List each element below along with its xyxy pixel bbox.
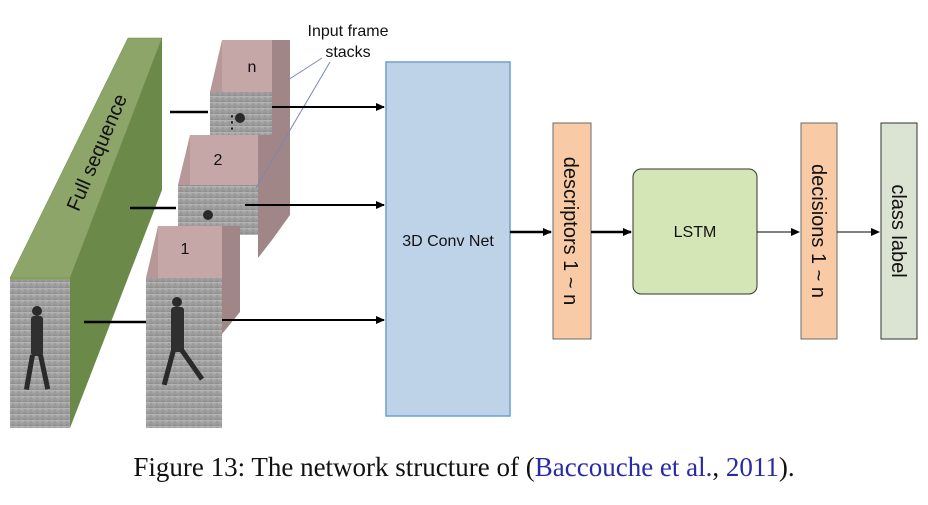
caption-suffix: ). <box>778 452 795 482</box>
walker-figure-stack1 <box>161 297 205 386</box>
stack-2-side <box>258 135 272 258</box>
input-connectors <box>84 103 385 324</box>
input-stacks-annotation: Input frame stacks <box>255 23 389 189</box>
citation-year-link[interactable]: 2011 <box>725 452 779 482</box>
decisions-box: decisions 1 ~ n <box>800 122 838 340</box>
stack-1-face <box>158 226 222 278</box>
input-stacks-label-line2: stacks <box>325 44 370 61</box>
stack-1: 1 <box>146 226 240 428</box>
network-diagram: Full sequence n ⋮ 2 1 Input fram <box>9 23 918 428</box>
walker-figure <box>23 306 51 390</box>
caption-prefix: Figure 13: The network structure of ( <box>133 452 535 482</box>
citation-author-link[interactable]: Baccouche et al. <box>534 452 713 482</box>
stack-n: n ⋮ <box>210 40 290 240</box>
figure-caption: Figure 13: The network structure of (Bac… <box>0 452 928 483</box>
full-sequence-right <box>70 38 162 428</box>
stack-2-label: 2 <box>214 152 223 169</box>
pointer-line-n <box>287 57 323 81</box>
class-label-text: class label <box>887 184 909 277</box>
stack-1-label: 1 <box>181 241 190 258</box>
input-stacks-label-line1: Input frame <box>308 23 389 40</box>
pointer-line-2 <box>255 61 331 189</box>
stack-ellipsis: ⋮ <box>223 112 241 132</box>
descriptors-label: descriptors 1 ~ n <box>559 157 581 305</box>
caption-sep: , <box>712 452 726 482</box>
conv-net-label: 3D Conv Net <box>402 233 494 250</box>
stack-2-face <box>190 135 258 190</box>
stack-n-label: n <box>248 59 257 76</box>
class-label-box: class label <box>880 122 918 340</box>
stack-1-top <box>146 226 158 278</box>
lstm-label: LSTM <box>674 224 717 241</box>
conv-net-box: 3D Conv Net <box>385 61 511 417</box>
stack-1-side <box>222 226 240 334</box>
full-sequence-box: Full sequence <box>9 37 163 428</box>
stack-2: 2 <box>178 135 272 258</box>
descriptors-box: descriptors 1 ~ n <box>552 122 592 340</box>
stack-n-side <box>272 40 290 240</box>
lstm-box: LSTM <box>632 168 758 295</box>
decisions-label: decisions 1 ~ n <box>807 164 829 298</box>
